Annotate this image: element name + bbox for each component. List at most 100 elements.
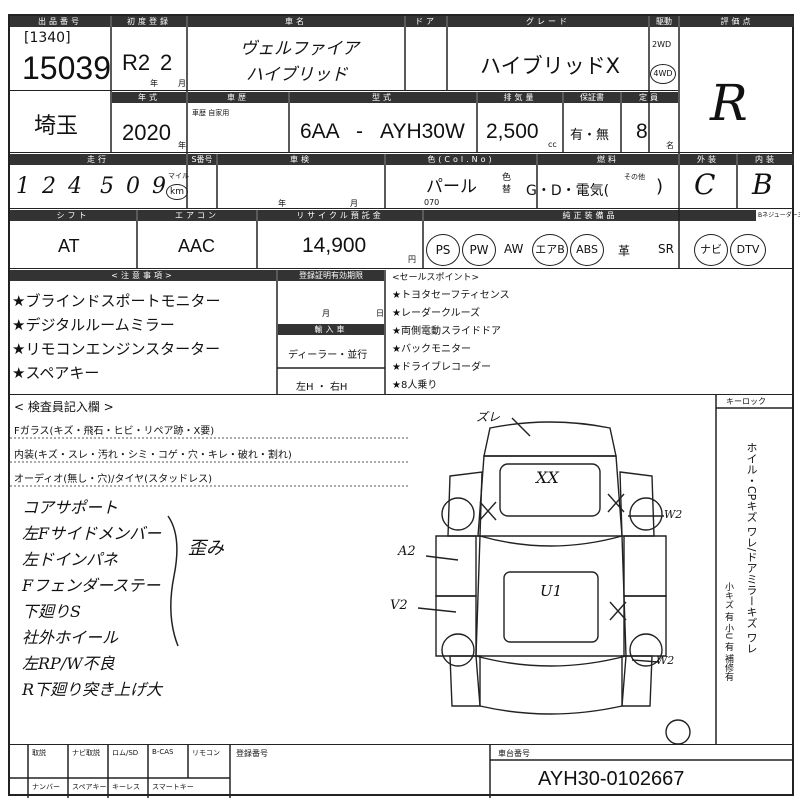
warranty-value: 有・無 [570,128,610,143]
sales-point-3: ★バックモニター [392,344,471,355]
type-code: AYH30W [380,120,465,143]
import-handle: 左H ・ 右H [296,382,348,393]
history-header: 車歴 [188,92,288,103]
mileage-digit-4: 0 [126,174,140,199]
sales-point-1: ★レーダークルーズ [392,308,481,319]
reg-no-label: 登録番号 [236,749,268,758]
drive-2wd: 2WD [652,40,672,49]
lot-sub-number: [1340] [24,30,71,46]
car-name-line1: ヴェルファイア [240,39,359,59]
opt-0: 取説 [32,749,46,757]
inspector-row-audio: オーディオ(無し・穴)/タイヤ(スタッドレス) [14,474,212,485]
inspector-header: < 検査員記入欄 > [14,400,114,414]
chassis-label: 車台番号 [498,749,530,758]
caution-item-2: ★リモコンエンジンスターター [12,340,221,358]
door-header: ドア [406,16,446,27]
mark-left-mid: A2 [398,544,416,559]
mileage-digit-1: 2 [42,174,56,199]
lot-number: 15039 [22,50,111,86]
equip-airbag: エアB [532,234,568,266]
opt-7: キーレス [112,783,140,791]
displacement-unit: cc [548,140,557,149]
color-header: 色(Col.No) [386,154,536,165]
opt-8: スマートキー [152,783,194,791]
mark-top: ズレ [476,410,501,424]
fuel-close: ) [656,176,664,197]
equip-sunroof: SR [658,242,674,256]
equipment-list: PS PW AW エアB ABS 革 SR ナビ DTV [424,228,794,274]
score-header: 評価点 [680,16,794,27]
type-header: 型式 [290,92,476,103]
equip-dtv: DTV [730,234,766,266]
opt-3: B-CAS [152,748,174,756]
inspection-year-unit: 年 [278,199,286,208]
aircon-value: AAC [178,236,216,256]
caution-item-1: ★デジタルルームミラー [12,316,175,334]
sales-point-5: ★8人乗り [392,380,438,391]
fuel-header: 燃料 [538,154,678,165]
equip-navi: ナビ [694,234,728,266]
car-diagram [417,417,691,745]
model-year-header: 年式 [112,92,186,103]
reg-month-unit: 月 [322,309,330,318]
note-2: 左ドインパネ [22,550,119,569]
recycle-header: リサイクル預託金 [258,210,422,221]
opt-2: ロム/SD [112,749,139,757]
mileage-digit-5: 9 [152,174,166,199]
equip-pw: PW [462,234,496,266]
first-reg-month-unit: 月 [178,79,186,88]
note-7: R下廻り突き上げ大 [22,680,163,699]
region-value: 埼玉 [34,114,79,139]
inspection-month-unit: 月 [350,199,358,208]
opt-4: リモコン [192,749,220,757]
sales-points-header: <セールスポイント> [392,273,480,283]
mark-right-top: W2 [664,508,683,521]
capacity-unit: 名 [666,141,674,150]
history-note: 車歴 自家用 [192,109,230,117]
displacement-header: 排気量 [478,92,562,103]
opt-5: ナンバー [32,783,60,791]
type-dash: - [356,120,363,143]
fuel-text: G・D・電気( [526,183,610,199]
note-6: 左RP/W不良 [22,654,115,673]
recycle-unit: 円 [408,255,416,264]
sales-point-2: ★両側電動スライドドア [392,326,501,337]
note-side: 歪み [188,538,224,559]
mark-center: U1 [540,582,563,600]
note-1: 左Fサイドメンバー [22,524,162,543]
special-label: Bネジューダー3 [758,212,800,219]
first-reg-header: 初度登録 [112,16,186,27]
mileage-header: 走行 [10,154,186,165]
model-year-value: 2020 [122,120,171,145]
grade-value: ハイブリッドX [480,54,620,78]
equipment-header: 純正装備品 [424,210,756,221]
mileage-digit-0: 1 [16,174,32,199]
capacity-value: 8 [636,120,648,143]
note-4: 下廻りS [22,602,81,621]
color-change-label: 色替 [502,173,512,195]
reg-day-unit: 日 [376,309,384,318]
equip-aw: AW [504,242,524,256]
car-name-header: 車名 [188,16,404,27]
color-name: パール [426,177,477,197]
interior-header: 内装 [738,154,794,165]
side-note-0: ホイル・CPキズ ワレ/ドアミラーキズ ワレ [745,442,758,655]
inspector-row-glass: Fガラス(キズ・飛石・ヒビ・リペア跡・X要) [14,426,215,437]
first-reg-year: 2 [160,50,173,75]
recycle-value: 14,900 [302,234,367,257]
reg-expiry-header: 登録証明有効期限 [278,270,384,281]
note-5: 社外ホイール [22,628,119,647]
color-code: 070 [424,198,440,207]
auction-sheet: 出品番号 初度登録 車名 ドア グレード 駆動 評価点 [1340] 15039… [8,14,800,798]
chassis-number: AYH30-0102667 [538,768,685,790]
opt-1: ナビ取説 [72,749,100,757]
equip-ps: PS [426,234,460,266]
mark-xx: XX [536,468,559,487]
exterior-header: 外装 [680,154,736,165]
drive-4wd-circled: 4WD [650,64,676,84]
first-reg-era: R2 [122,50,151,75]
opt-6: スペアキー [72,783,107,791]
score-value: R [710,74,748,132]
equip-leather: 革 [618,244,631,258]
displacement-value: 2,500 [486,120,539,143]
